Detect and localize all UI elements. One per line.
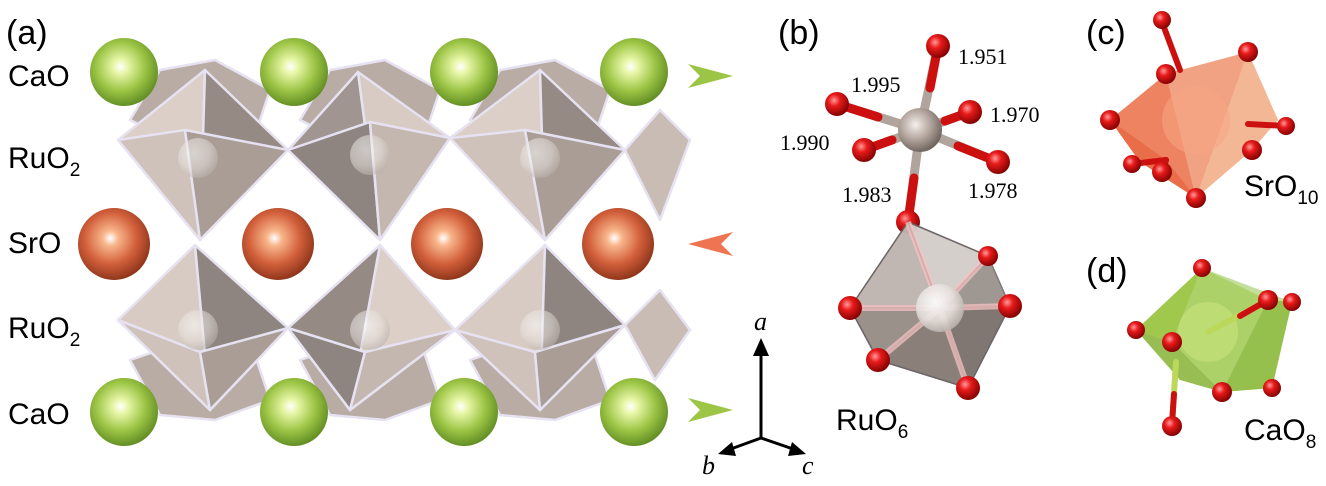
axis-label-a: a bbox=[754, 307, 767, 336]
panel-label-b: (b) bbox=[778, 14, 820, 52]
panel-a: (a) CaO RuO2 SrO RuO2 CaO bbox=[6, 14, 733, 446]
panel-label-a: (a) bbox=[6, 14, 48, 52]
bond-length-label: 1.951 bbox=[958, 44, 1008, 69]
bond-length-label: 1.983 bbox=[842, 182, 892, 207]
layer-label: SrO bbox=[8, 227, 61, 260]
oxygen-atoms bbox=[1127, 259, 1301, 436]
layer-label: CaO bbox=[8, 398, 70, 431]
layer-label: RuO2 bbox=[8, 142, 80, 181]
cao-layer-marker bbox=[688, 398, 733, 422]
ru-atom bbox=[898, 108, 942, 152]
cao-layer-marker bbox=[688, 64, 733, 88]
axis-label-c: c bbox=[802, 451, 814, 480]
ca-atoms-top bbox=[90, 38, 668, 106]
panel-label-d: (d) bbox=[1086, 252, 1128, 290]
sr-atom bbox=[1162, 86, 1230, 154]
ru-atoms bbox=[178, 135, 560, 350]
bond-length-label: 1.978 bbox=[968, 178, 1018, 203]
layer-label: CaO bbox=[8, 60, 70, 93]
ca-atoms-bottom bbox=[90, 378, 668, 446]
ru-atom bbox=[916, 284, 964, 332]
ruo6-label: RuO6 bbox=[836, 404, 908, 443]
sro10-label: SrO10 bbox=[1244, 170, 1318, 209]
oxygen-atoms bbox=[1100, 11, 1295, 208]
oxygen-atoms bbox=[838, 246, 1022, 400]
axis-label-b: b bbox=[702, 451, 715, 480]
panel-b: (b) 1.951 1.995 1.970 bbox=[778, 14, 1040, 443]
layer-label: RuO2 bbox=[8, 312, 80, 351]
sr-atoms bbox=[78, 208, 654, 280]
axes-indicator bbox=[718, 338, 806, 456]
panel-label-c: (c) bbox=[1086, 14, 1126, 52]
cao8-label: CaO8 bbox=[1244, 414, 1316, 453]
sro-layer-marker bbox=[688, 232, 733, 256]
bond-length-label: 1.995 bbox=[851, 72, 901, 97]
bond-length-label: 1.970 bbox=[990, 102, 1040, 127]
panel-d: (d) CaO8 bbox=[1086, 252, 1316, 453]
panel-c: (c) SrO10 bbox=[1086, 11, 1318, 209]
bond-length-label: 1.990 bbox=[780, 130, 830, 155]
